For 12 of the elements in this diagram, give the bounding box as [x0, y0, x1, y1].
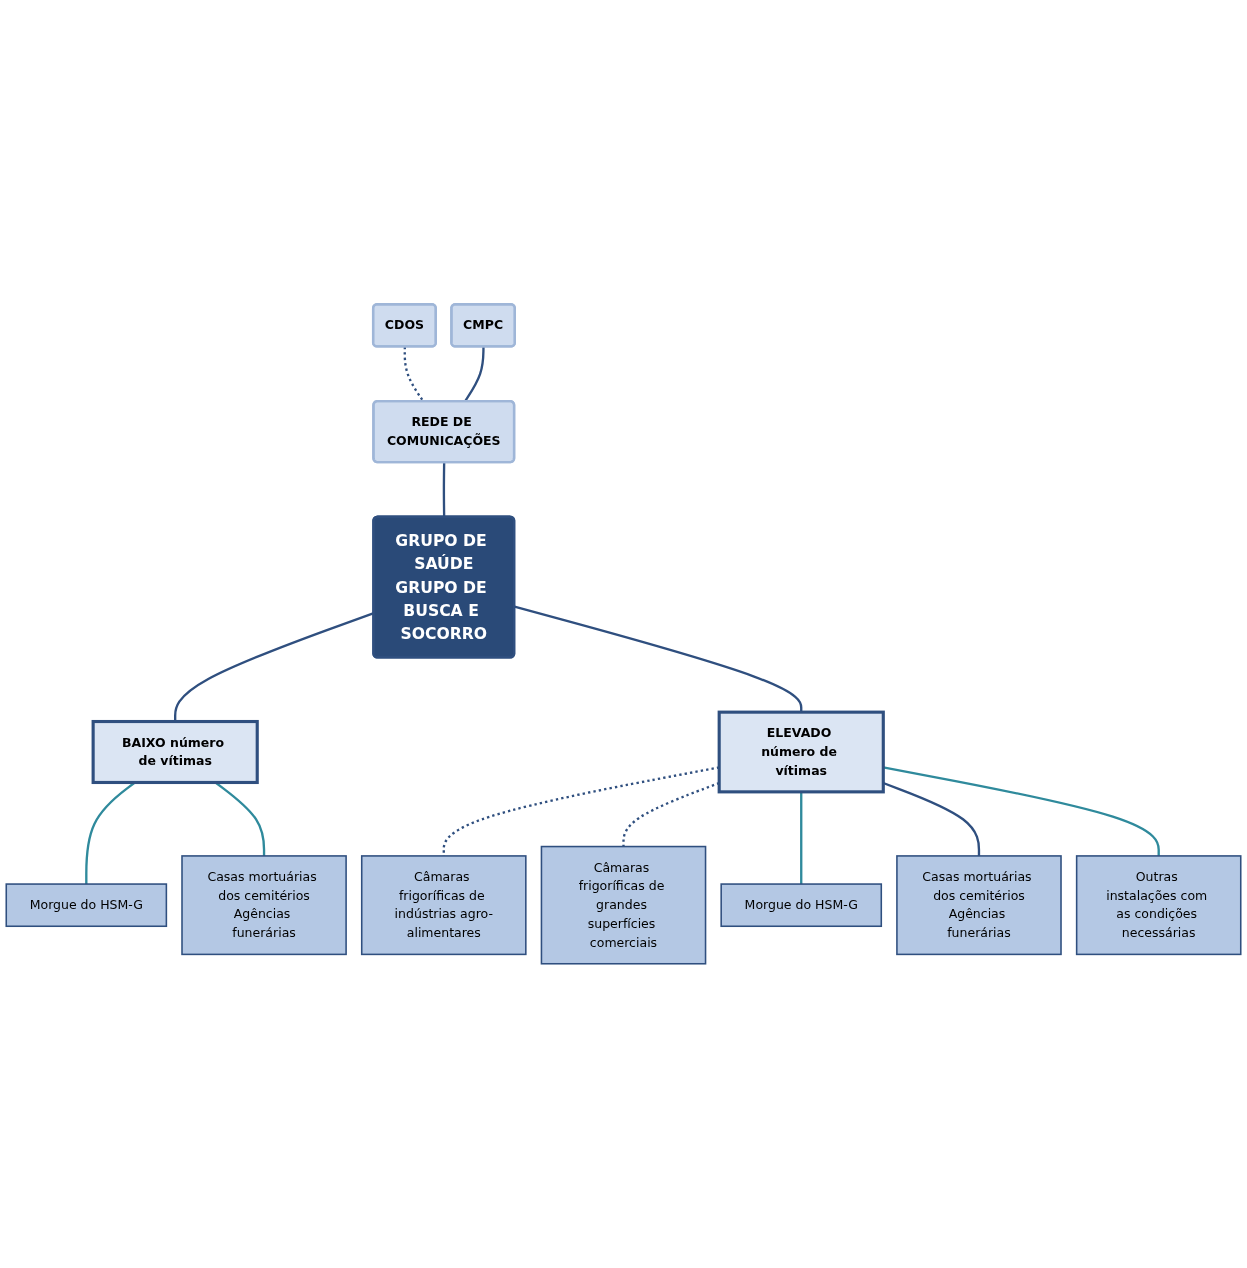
node-box: Outras instalações com as condições necessárias — [1075, 855, 1242, 956]
node-box: Câmaras frigoríficas de indústrias agro-alimentares — [360, 855, 527, 956]
node-box: Câmaras frigoríficas de grandes superfícies comerciais — [540, 845, 707, 965]
connector — [514, 605, 803, 713]
node-box: Casas mortuárias dos cemitérios Agências funerárias — [896, 855, 1062, 956]
node-box: Morgue do HSM-G — [720, 883, 883, 927]
node-box: ELEVADO número de vítimas — [717, 710, 885, 794]
node-box: Morgue do HSM-G — [5, 883, 168, 927]
node-box: Casas mortuárias dos cemitérios Agências funerárias — [181, 855, 347, 956]
connector — [800, 791, 803, 885]
connector — [442, 766, 720, 856]
node-box: BAIXO número de vítimas — [91, 719, 259, 785]
